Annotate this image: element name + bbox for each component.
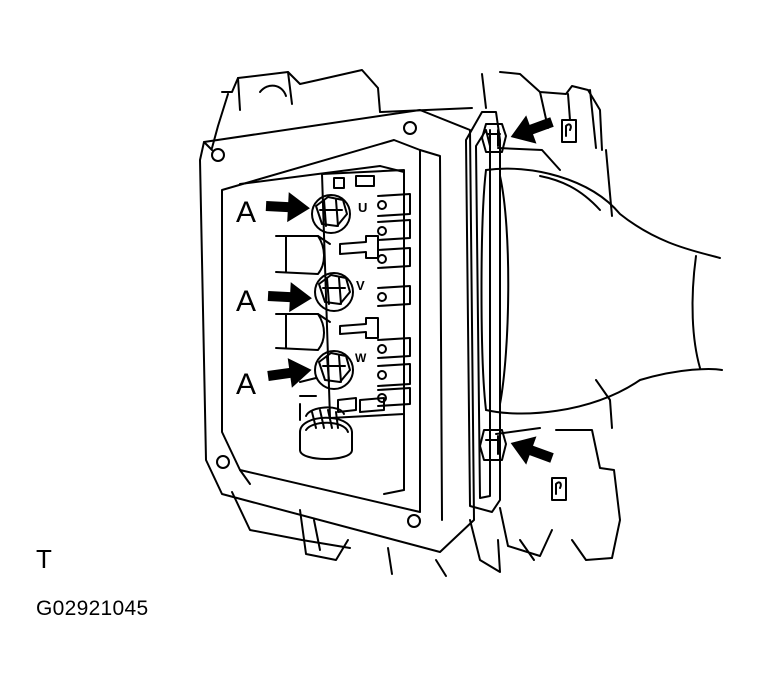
pointer-arrow-icon — [267, 281, 313, 314]
bolt-label-a-middle: A — [236, 285, 257, 318]
terminal-bolt-v — [314, 272, 354, 312]
cable-lugs — [275, 235, 331, 397]
terminal-block — [321, 169, 411, 419]
terminal-label-w: W — [355, 351, 367, 365]
terminal-cover-frame — [199, 109, 475, 553]
terminal-label-v: V — [356, 278, 365, 293]
bolt-label-a-bottom: A — [236, 368, 257, 401]
terminal-label-u: U — [358, 200, 367, 215]
flange-bolts — [479, 123, 507, 461]
pointer-arrow-icon — [505, 428, 558, 473]
sensor-connector — [299, 403, 353, 460]
housing-background — [211, 69, 613, 217]
housing-lower — [231, 379, 621, 577]
figure-code: G02921045 — [36, 597, 149, 620]
terminal-bolt-w — [314, 350, 354, 390]
cable-duct — [480, 167, 723, 415]
bolt-label-a-top: A — [236, 196, 257, 229]
terminal-bolt-u — [311, 194, 351, 234]
pointer-arrow-icon — [505, 107, 558, 152]
pointer-arrow-icon — [265, 191, 311, 224]
pointer-arrow-icon — [265, 355, 314, 391]
view-letter: T — [36, 544, 52, 574]
housing-hook-marks — [551, 119, 577, 501]
